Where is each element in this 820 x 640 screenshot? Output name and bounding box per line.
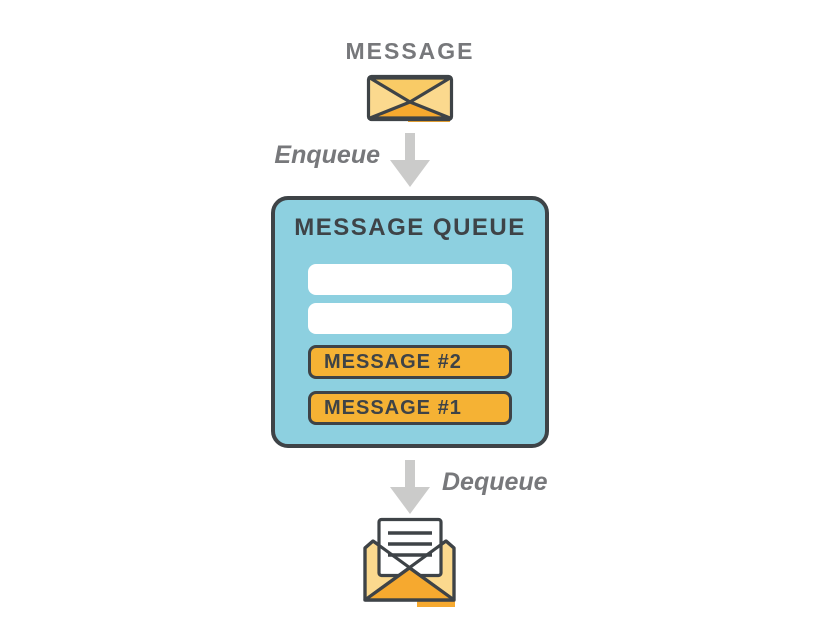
down-arrow-icon bbox=[390, 133, 430, 187]
queue-title: MESSAGE QUEUE bbox=[294, 214, 526, 241]
closed-envelope-icon bbox=[366, 74, 454, 122]
message-queue-box: MESSAGE QUEUE MESSAGE #2 MESSAGE #1 bbox=[271, 196, 549, 448]
page-title: MESSAGE bbox=[345, 38, 475, 64]
queue-slots: MESSAGE #2 MESSAGE #1 bbox=[308, 264, 512, 437]
queue-slot-message-2: MESSAGE #2 bbox=[308, 345, 512, 379]
queue-slot-empty bbox=[308, 264, 512, 295]
queue-slot-empty bbox=[308, 303, 512, 334]
open-envelope-icon bbox=[363, 517, 456, 607]
down-arrow-icon bbox=[390, 460, 430, 514]
dequeue-label: Dequeue bbox=[442, 468, 548, 496]
queue-slot-message-1: MESSAGE #1 bbox=[308, 391, 512, 425]
enqueue-label: Enqueue bbox=[274, 141, 380, 169]
